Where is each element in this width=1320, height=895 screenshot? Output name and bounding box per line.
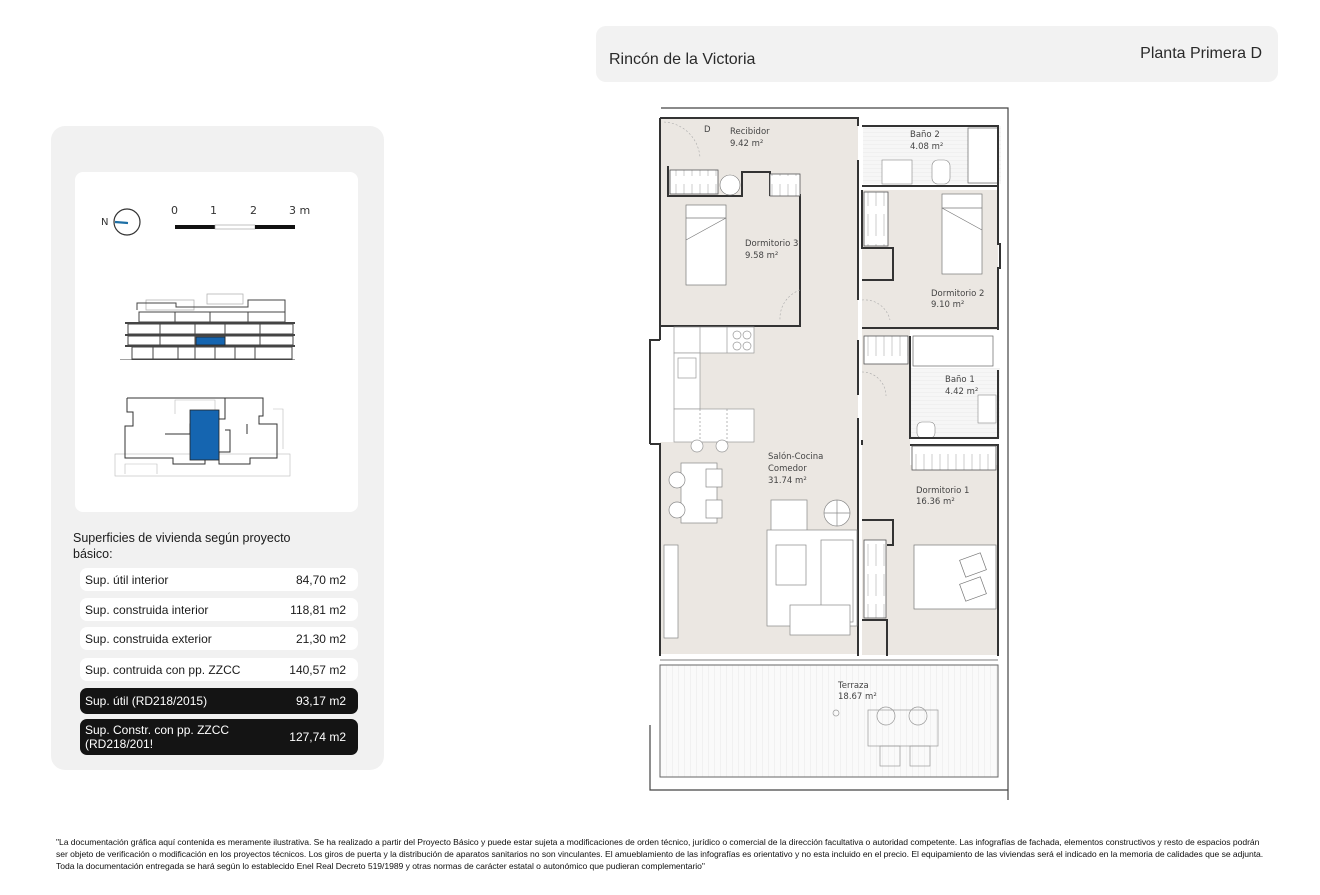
- room-area-dormitorio-3: 9.58 m²: [745, 251, 778, 261]
- surface-row-util-interior: Sup. útil interior 84,70 m2: [80, 568, 358, 591]
- surface-value: 140,57 m2: [289, 662, 346, 677]
- wardrobe: [911, 445, 997, 471]
- scale-tick-1: 1: [210, 204, 217, 217]
- surface-row-construida-zzcc: Sup. contruida con pp. ZZCC 140,57 m2: [80, 658, 358, 681]
- room-name-recibidor: Recibidor: [730, 127, 770, 137]
- key-plan-card: N 0 1 2 3 m: [75, 172, 358, 512]
- room-name-salon-cocina: Salón-Cocina: [768, 451, 823, 462]
- legal-disclaimer: "La documentación gráfica aquí contenida…: [56, 837, 1264, 871]
- plan-title: Planta Primera D: [1140, 45, 1262, 62]
- surface-row-util-rd218: Sup. útil (RD218/2015) 93,17 m2: [80, 688, 358, 714]
- wardrobe: [863, 335, 909, 365]
- surface-value: 118,81 m2: [290, 602, 346, 617]
- surface-value: 84,70 m2: [295, 572, 346, 587]
- scale-bar: 0 1 2 3 m: [171, 204, 321, 236]
- surface-label: Sup. construida exterior: [85, 631, 212, 646]
- room-area-bano-1: 4.42 m²: [945, 387, 978, 397]
- room-area-dormitorio-2: 9.10 m²: [931, 300, 964, 310]
- terrace-floor: [659, 664, 999, 778]
- room-name-bano-2: Baño 2: [910, 130, 940, 140]
- room-area-recibidor: 9.42 m²: [730, 139, 763, 149]
- surfaces-title: Superficies de vivienda según proyecto b…: [73, 531, 291, 561]
- surface-label: Sup. útil (RD218/2015): [85, 694, 208, 708]
- surface-row-construida-interior: Sup. construida interior 118,81 m2: [80, 598, 358, 621]
- scale-bar-graphic: [175, 224, 295, 230]
- room-name-comedor: Comedor: [768, 464, 807, 474]
- building-floor-key-diagram: [114, 397, 291, 477]
- wardrobe: [863, 191, 889, 247]
- info-panel: N 0 1 2 3 m: [51, 126, 384, 770]
- surface-label: Sup. Constr. con pp. ZZCC (RD218/201!: [85, 723, 230, 751]
- floor-plan: D Recibidor 9.42 m² Baño 2 4.08 m² Dormi…: [649, 107, 1009, 800]
- north-compass-icon: N: [101, 208, 141, 236]
- location-title: Rincón de la Victoria: [609, 51, 756, 68]
- room-area-bano-2: 4.08 m²: [910, 142, 943, 152]
- surface-row-constr-rd218: Sup. Constr. con pp. ZZCC (RD218/201! 12…: [80, 719, 358, 755]
- surface-value: 127,74 m2: [289, 730, 346, 744]
- scale-tick-0: 0: [171, 204, 178, 217]
- surface-value: 93,17 m2: [295, 694, 346, 708]
- wardrobe: [769, 173, 801, 197]
- room-area-salon-cocina: 31.74 m²: [768, 476, 807, 486]
- room-area-terraza: 18.67 m²: [838, 692, 877, 702]
- unit-highlight-elevation: [195, 336, 226, 346]
- wardrobe: [863, 539, 887, 619]
- scale-tick-2: 2: [250, 204, 257, 217]
- surface-label: Sup. contruida con pp. ZZCC: [85, 662, 241, 677]
- header-bar: Rincón de la Victoria Planta Primera D: [596, 26, 1278, 82]
- room-name-dormitorio-2: Dormitorio 2: [931, 289, 984, 299]
- room-area-dormitorio-1: 16.36 m²: [916, 497, 955, 507]
- room-name-dormitorio-3: Dormitorio 3: [745, 239, 798, 249]
- room-name-terraza: Terraza: [837, 681, 869, 691]
- building-elevation-diagram: [120, 293, 295, 360]
- surface-label: Sup. construida interior: [85, 602, 209, 617]
- surface-row-construida-exterior: Sup. construida exterior 21,30 m2: [80, 627, 358, 650]
- room-name-bano-1: Baño 1: [945, 375, 975, 385]
- surface-label: Sup. útil interior: [85, 572, 169, 587]
- entrance-marker: D: [704, 125, 711, 135]
- room-name-dormitorio-1: Dormitorio 1: [916, 486, 969, 496]
- surface-value: 21,30 m2: [295, 631, 346, 646]
- wardrobe: [669, 169, 719, 195]
- compass-label: N: [101, 217, 108, 228]
- scale-tick-3: 3 m: [289, 204, 311, 217]
- unit-highlight-plan: [189, 409, 220, 461]
